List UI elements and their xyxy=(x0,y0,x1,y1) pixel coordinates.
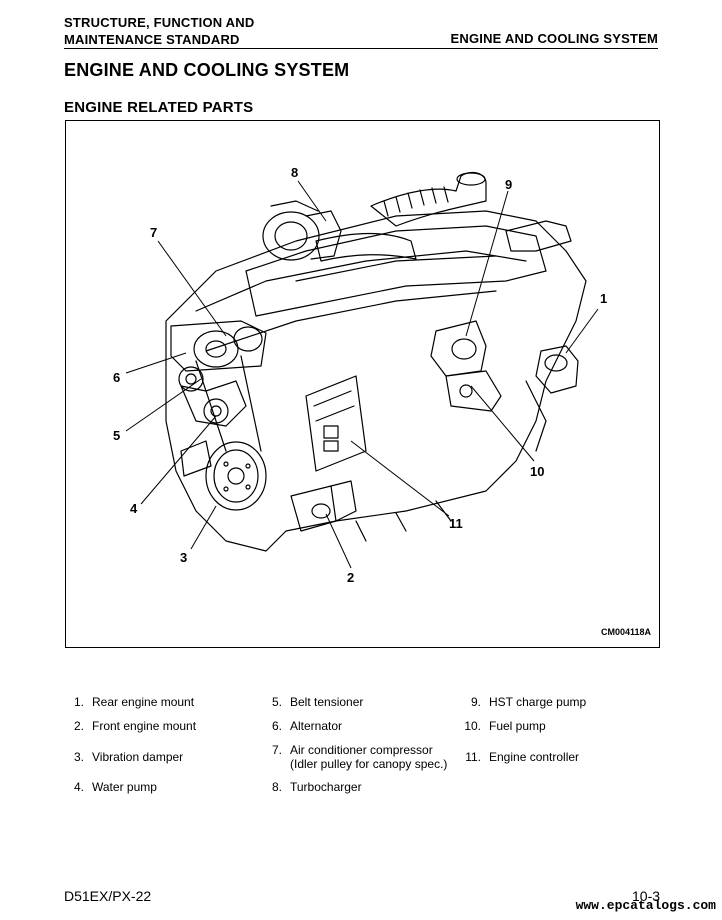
watermark: www.epcatalogs.com xyxy=(575,898,716,913)
figure-code: CM004118A xyxy=(600,627,651,637)
callout-2: 2 xyxy=(347,570,355,585)
callout-4: 4 xyxy=(130,501,138,516)
footer-model: D51EX/PX-22 xyxy=(64,888,152,904)
header-line-1: STRUCTURE, FUNCTION AND xyxy=(64,15,255,30)
leader-lines xyxy=(125,180,599,569)
page-title: ENGINE AND COOLING SYSTEM xyxy=(64,60,350,80)
header-line-2: MAINTENANCE STANDARD xyxy=(64,32,240,47)
header-section-title: STRUCTURE, FUNCTION AND MAINTENANCE STAN… xyxy=(64,14,254,48)
callout-3: 3 xyxy=(180,550,188,565)
header-chapter-title: ENGINE AND COOLING SYSTEM xyxy=(450,31,658,46)
callout-7: 7 xyxy=(150,225,158,240)
callout-1: 1 xyxy=(600,291,608,306)
callout-11: 11 xyxy=(449,516,463,531)
callout-10: 10 xyxy=(530,464,545,479)
callout-8: 8 xyxy=(291,165,299,180)
callout-6: 6 xyxy=(113,370,121,385)
callout-9: 9 xyxy=(505,177,513,192)
footer-page-number: 10-3 xyxy=(632,888,661,904)
engine-figure: 8 9 1 7 6 5 4 3 2 10 11 CM004118A xyxy=(65,120,660,648)
callout-5: 5 xyxy=(113,428,121,443)
section-title: ENGINE RELATED PARTS xyxy=(64,99,254,116)
engine-illustration xyxy=(125,171,599,569)
header-rule xyxy=(64,48,658,49)
